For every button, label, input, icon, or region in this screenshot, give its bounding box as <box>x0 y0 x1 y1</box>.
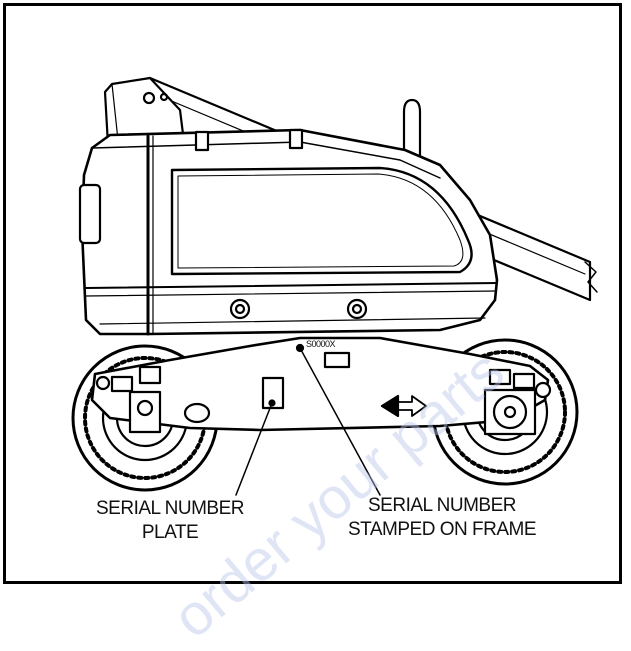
stamped-label-line2: STAMPED ON FRAME <box>348 519 537 540</box>
leader-lines <box>235 347 381 496</box>
frame-stamp-text: S0000X <box>306 339 336 349</box>
serial-number-stamped-label: SERIAL NUMBER STAMPED ON FRAME <box>342 494 542 542</box>
boom-pivot-bracket <box>103 76 187 152</box>
plate-label-line1: SERIAL NUMBER <box>96 498 245 519</box>
stamped-label-line1: SERIAL NUMBER <box>368 495 517 516</box>
serial-number-plate-label: SERIAL NUMBER PLATE <box>70 497 270 545</box>
machine-illustration <box>71 76 598 496</box>
plate-label-line2: PLATE <box>141 522 199 543</box>
plate-leader-line <box>235 402 273 496</box>
stamp-leader-line <box>299 347 381 496</box>
turntable-hood <box>78 128 499 336</box>
